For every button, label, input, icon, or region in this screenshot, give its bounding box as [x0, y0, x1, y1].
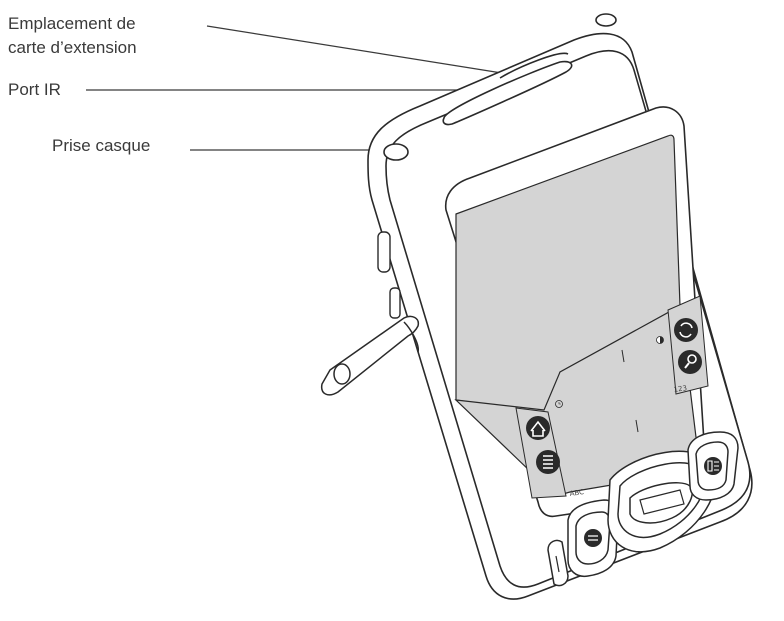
power-button: [547, 539, 569, 587]
callout-card-slot: Emplacement de carte d’extension: [8, 12, 137, 60]
side-slot: [389, 287, 401, 319]
callout-headphone-jack: Prise casque: [52, 136, 151, 155]
contrast-icon: [656, 336, 664, 344]
graffiti-divider-top: [621, 349, 625, 363]
graffiti-divider-bottom: [635, 419, 639, 433]
calendar-icon: [584, 529, 602, 547]
headphone-jack: [383, 143, 409, 161]
find-icon: [678, 350, 702, 374]
hardware-buttons: [547, 431, 739, 587]
leader-line-card-slot: [206, 25, 509, 75]
power-led: [595, 13, 617, 27]
card-slot: [442, 60, 573, 126]
contacts-icon: [704, 457, 722, 475]
leader-lines: [86, 25, 523, 151]
graffiti-letters-tag: ABC: [569, 488, 584, 498]
graffiti-numbers-tag: 123: [673, 384, 687, 394]
clock-icon: [555, 400, 563, 408]
menu-icon: [536, 450, 560, 474]
calendar-button: [567, 499, 619, 578]
ir-port: [499, 52, 569, 79]
side-button: [377, 231, 391, 273]
callout-card-slot-line1: Emplacement de: [8, 14, 136, 33]
callout-ir-port: Port IR: [8, 80, 61, 99]
side-controls: [377, 231, 401, 319]
navigator-button: [607, 450, 717, 553]
contacts-button: [687, 431, 739, 501]
callout-card-slot-line2: carte d’extension: [8, 38, 137, 57]
home-icon: [526, 416, 550, 440]
sync-icon: [674, 318, 698, 342]
stylus-icon: [320, 315, 420, 396]
